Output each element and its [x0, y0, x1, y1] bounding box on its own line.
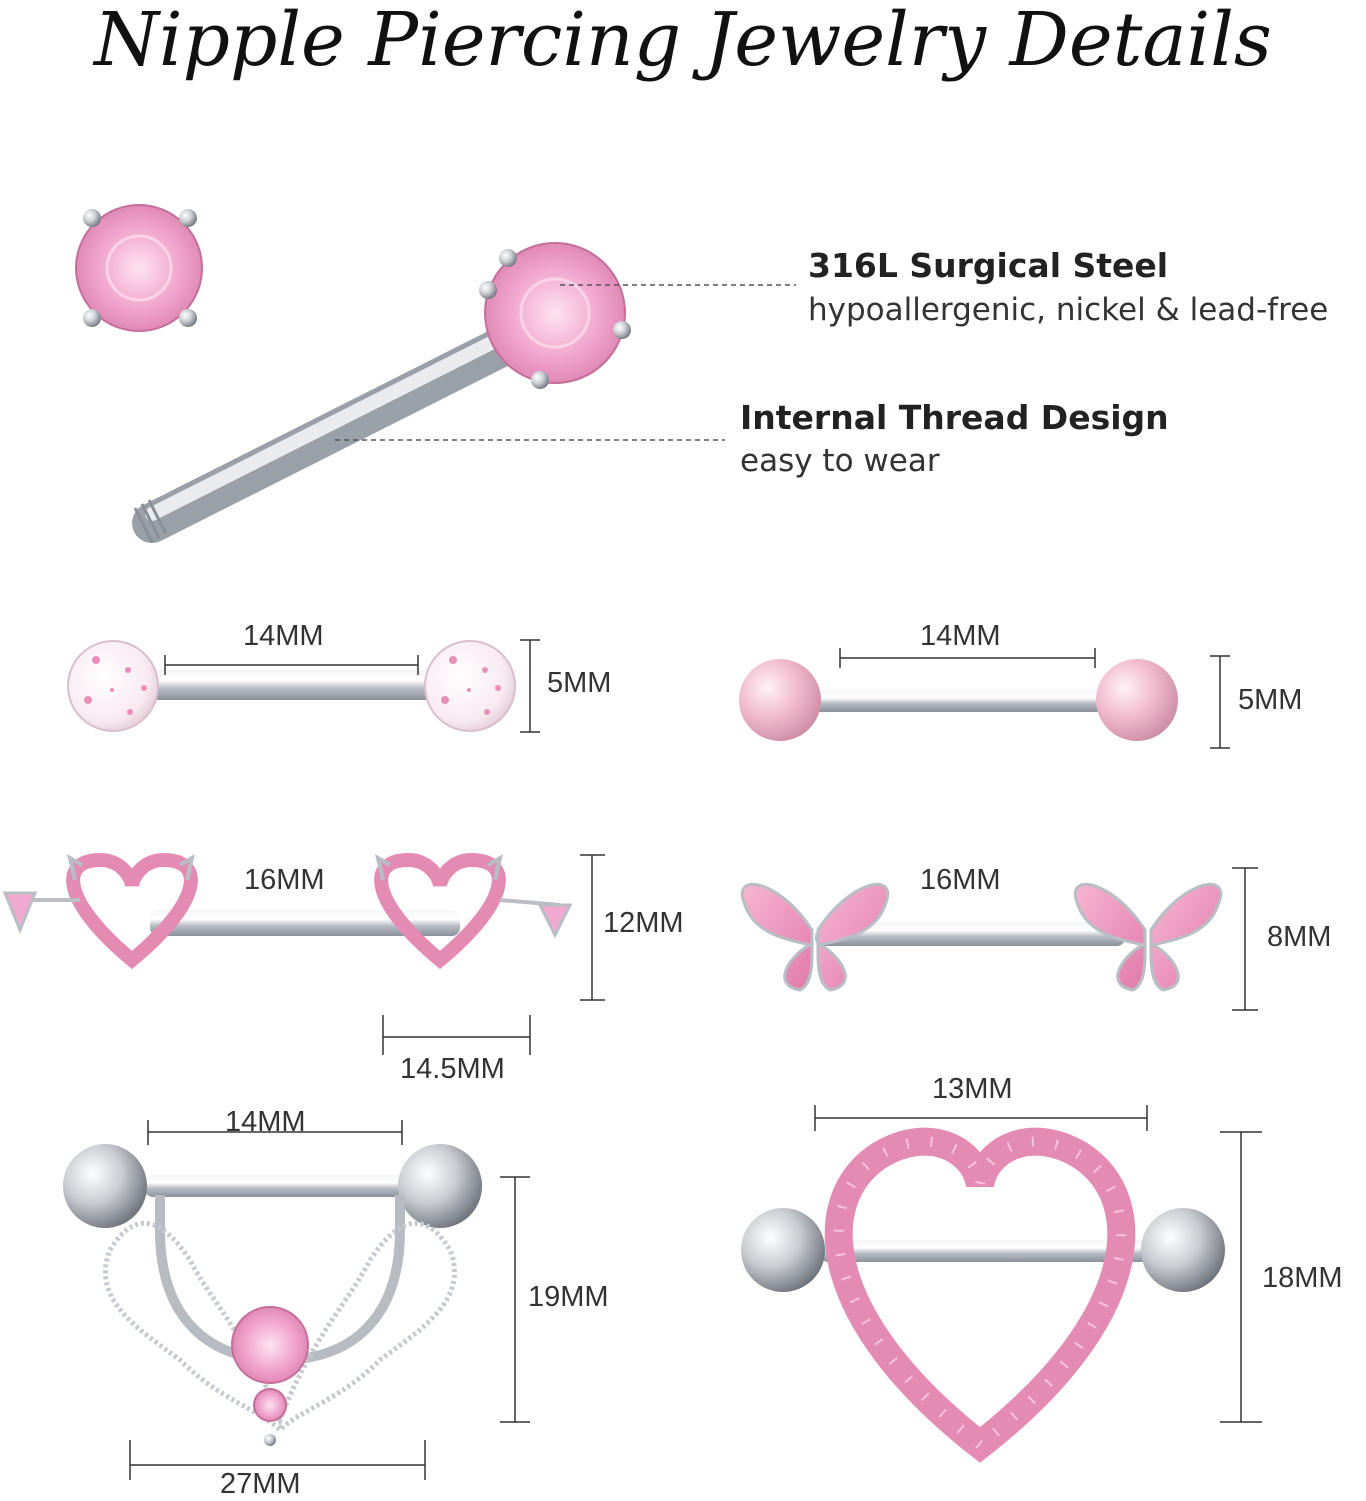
lace-shield-height-label: 19MM [528, 1281, 609, 1313]
lace-shield-dimension-lines [129, 1120, 530, 1480]
material-detail: hypoallergenic, nickel & lead-free [808, 292, 1329, 328]
heart-shield-dimension-lines [814, 1105, 1262, 1423]
devil-heart-width-label: 14.5MM [400, 1053, 505, 1085]
lace-shield-length-label: 14MM [225, 1106, 306, 1138]
heart-shield-icon [741, 1127, 1225, 1463]
pearl-length-label: 14MM [920, 620, 1001, 652]
glitter-ball-label: 5MM [547, 667, 612, 699]
thread-detail: easy to wear [740, 443, 940, 479]
pearl-ball-label: 5MM [1238, 684, 1303, 716]
page-title: Nipple Piercing Jewelry Details [94, 0, 1272, 83]
heart-shield-width-label: 13MM [932, 1073, 1013, 1105]
material-heading: 316L Surgical Steel [808, 246, 1169, 285]
pearl-barbell-icon [739, 659, 1178, 741]
glitter-length-label: 14MM [243, 620, 324, 652]
devil-heart-height-label: 12MM [603, 907, 684, 939]
thread-heading: Internal Thread Design [740, 398, 1169, 437]
pearl-dimension-lines [839, 648, 1230, 749]
glitter-dimension-lines [164, 639, 540, 733]
hero-barbell-icon [132, 242, 631, 543]
lace-shield-icon [63, 1144, 482, 1446]
devil-heart-length-label: 16MM [244, 864, 325, 896]
butterfly-height-label: 8MM [1267, 921, 1332, 953]
glitter-barbell-icon [67, 640, 516, 732]
heart-shield-height-label: 18MM [1262, 1262, 1343, 1294]
butterfly-length-label: 16MM [920, 864, 1001, 896]
devil-heart-barbell-icon [2, 852, 573, 970]
lace-shield-width-label: 27MM [220, 1468, 301, 1500]
butterfly-dimension-lines [1232, 867, 1258, 1011]
butterfly-barbell-icon [740, 882, 1223, 992]
devil-heart-dimension-lines [382, 854, 605, 1055]
loose-gem-icon [75, 204, 203, 332]
